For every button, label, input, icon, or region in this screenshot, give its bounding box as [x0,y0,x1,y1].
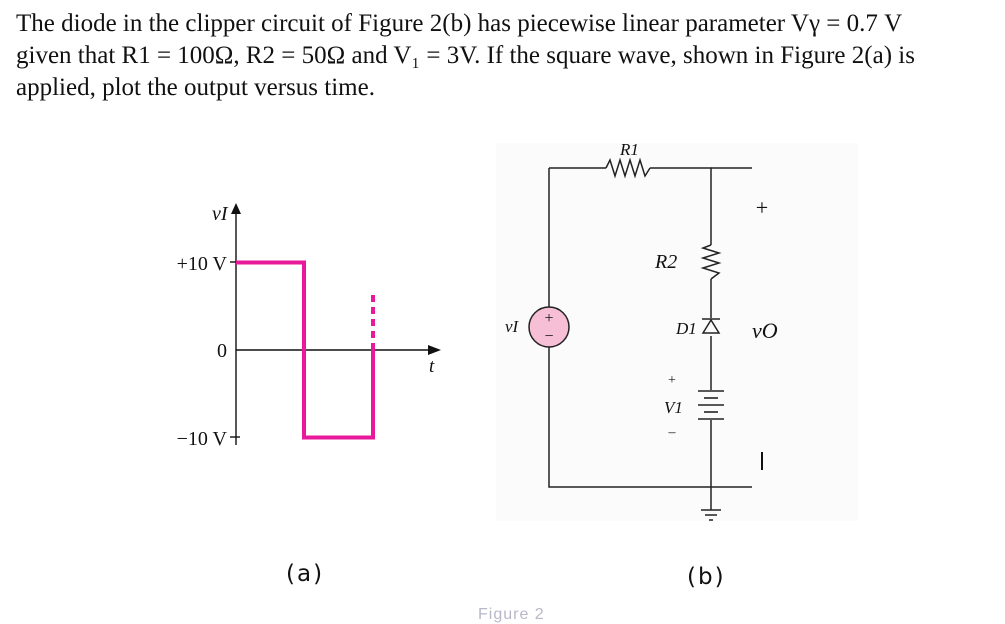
square-wave-graph: vI t +10 V 0 −10 V [177,203,441,450]
battery-label: V1 [664,398,683,417]
square-wave-trace [236,260,375,440]
diode-label: D1 [675,319,697,338]
resistor-r2 [700,244,722,280]
square-wave [236,260,375,440]
problem-line-1: The diode in the clipper circuit of Figu… [16,10,903,37]
x-axis-arrow [428,345,441,355]
diode-d1 [701,318,721,334]
y-axis-label: vI [212,203,229,225]
r2-label: R2 [654,251,677,273]
tick-label-plus10: +10 V [177,253,228,275]
clipper-circuit: + − vI R1 R2 D1 + V1 – + vO [496,140,858,521]
resistor-r1 [605,157,651,179]
problem-statement: The diode in the clipper circuit of Figu… [16,8,1005,104]
circuit-wires [548,167,752,510]
source-plus-sign: + [544,310,553,327]
tick-label-minus10: −10 V [177,428,228,450]
x-axis-label: t [429,356,435,377]
figure-title: Figure 2 [478,606,545,623]
battery-v1 [698,390,724,420]
problem-line-2: given that R1 = 100Ω, R2 = 50Ω and V₁ = … [16,42,915,69]
source-label: vI [505,317,520,336]
output-label: vO [752,318,778,343]
output-plus-sign: + [756,195,768,220]
caption-a: (a) [286,561,325,587]
r1-label: R1 [619,140,639,159]
battery-plus-sign: + [668,373,676,388]
battery-minus-sign: – [668,425,677,440]
source-minus-sign: − [544,328,553,345]
problem-line-3: applied, plot the output versus time. [16,74,375,101]
y-axis-arrow [231,203,241,214]
voltage-source: + − [528,306,570,348]
ground-icon [701,509,721,521]
tick-label-zero: 0 [217,340,227,362]
caption-b: (b) [687,564,726,590]
